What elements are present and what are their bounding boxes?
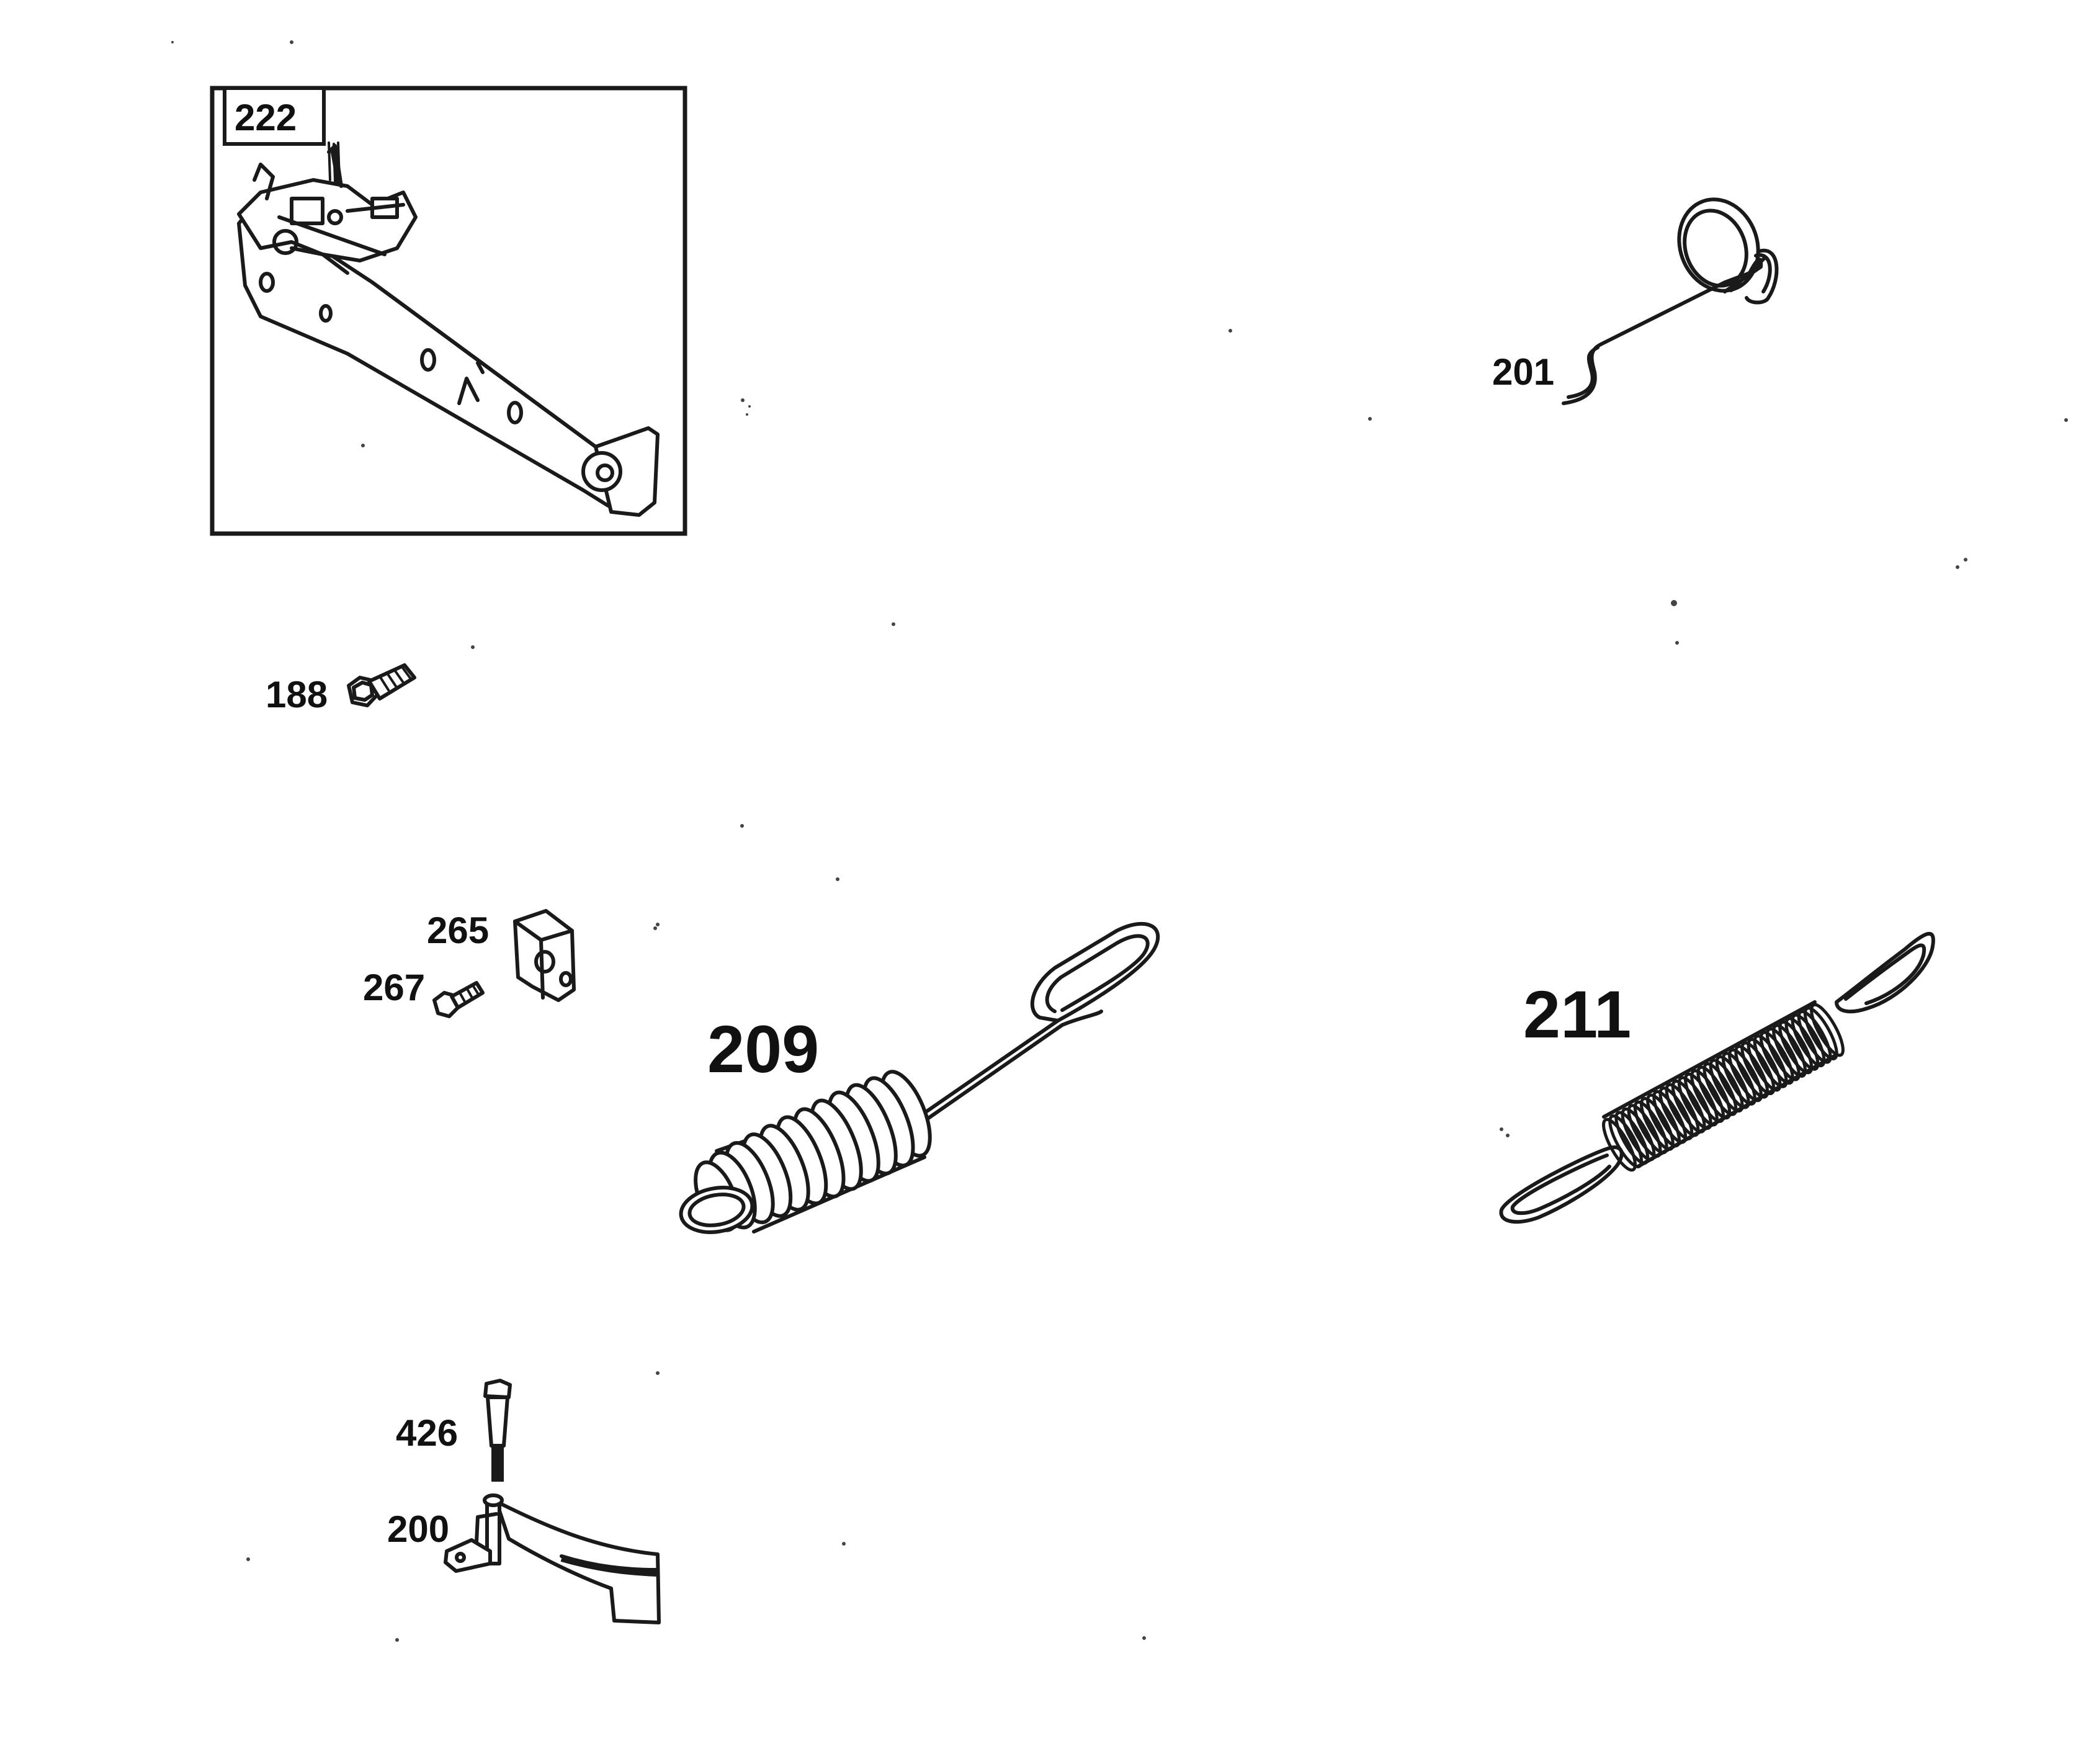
label-426: 426 — [396, 1412, 458, 1454]
part-188[interactable]: 188 — [266, 663, 416, 715]
coil-turn — [1728, 1048, 1763, 1103]
coil-turn — [1765, 1027, 1801, 1081]
scan-specks — [171, 40, 2068, 1642]
part-222[interactable]: 222 — [210, 86, 687, 536]
coil-turn — [1627, 1104, 1662, 1158]
part-201[interactable]: 201 — [1492, 188, 1779, 405]
label-201: 201 — [1492, 351, 1554, 393]
lever-bracket-drawing — [237, 141, 660, 517]
inset-frame — [210, 86, 687, 536]
coil-turn — [1639, 1097, 1675, 1151]
label-188: 188 — [266, 674, 328, 715]
coil-turn — [1715, 1055, 1750, 1109]
coil-turn — [1646, 1093, 1681, 1148]
part-200[interactable]: 200 — [387, 1493, 661, 1624]
spring-211-drawing — [1499, 932, 1935, 1224]
label-209: 209 — [707, 1011, 819, 1086]
coil-turn — [1753, 1034, 1788, 1088]
coil-turn — [1734, 1044, 1770, 1099]
coil-turn — [1696, 1065, 1732, 1120]
coil-turn — [1803, 1006, 1838, 1060]
coil-turn — [1665, 1083, 1700, 1137]
bracket-200-drawing — [444, 1493, 661, 1624]
coil-turn — [1709, 1059, 1744, 1113]
coil-turn — [1690, 1069, 1725, 1123]
coil-turn — [1684, 1072, 1719, 1127]
coil-turns-211 — [1602, 1003, 1845, 1172]
coil-turn — [1784, 1017, 1820, 1071]
coil-turn — [1602, 1117, 1637, 1172]
label-222: 222 — [235, 97, 297, 138]
coil-turn — [1608, 1114, 1644, 1168]
hex-screw-drawing — [347, 663, 416, 707]
wire-link-drawing — [1562, 197, 1779, 405]
screw-267-drawing — [432, 981, 485, 1018]
coil-turn — [1747, 1037, 1782, 1092]
inset-label-box — [223, 86, 326, 146]
coil-turn — [1740, 1041, 1776, 1096]
coil-turn — [1721, 1052, 1756, 1106]
coil-turn — [1677, 1076, 1712, 1130]
bolt-426-drawing — [483, 1379, 512, 1482]
coil-turn — [1810, 1003, 1845, 1057]
part-265[interactable]: 265 — [427, 909, 576, 1002]
coil-turn — [1621, 1107, 1656, 1162]
coil-turn — [1702, 1062, 1738, 1116]
coil-turn — [1658, 1086, 1694, 1140]
coil-turn — [1759, 1031, 1794, 1085]
label-267: 267 — [363, 967, 425, 1008]
label-265: 265 — [427, 910, 489, 951]
coil-turn — [1797, 1010, 1832, 1064]
coil-turn — [1791, 1013, 1826, 1068]
coil-turn — [1652, 1090, 1688, 1144]
clamp-block-drawing — [513, 909, 576, 1002]
part-426[interactable]: 426 — [396, 1379, 512, 1482]
spring-209-drawing — [679, 921, 1160, 1234]
coil-turn — [1614, 1111, 1650, 1165]
part-211[interactable]: 211 — [1499, 932, 1935, 1224]
part-267[interactable]: 267 — [363, 967, 485, 1018]
label-211: 211 — [1523, 977, 1631, 1052]
label-200: 200 — [387, 1508, 449, 1550]
coil-turn — [1778, 1020, 1814, 1075]
part-209[interactable]: 209 — [678, 921, 1160, 1238]
coil-turn — [1772, 1024, 1807, 1078]
coil-turn — [1671, 1079, 1706, 1134]
coil-turn — [1633, 1100, 1668, 1155]
